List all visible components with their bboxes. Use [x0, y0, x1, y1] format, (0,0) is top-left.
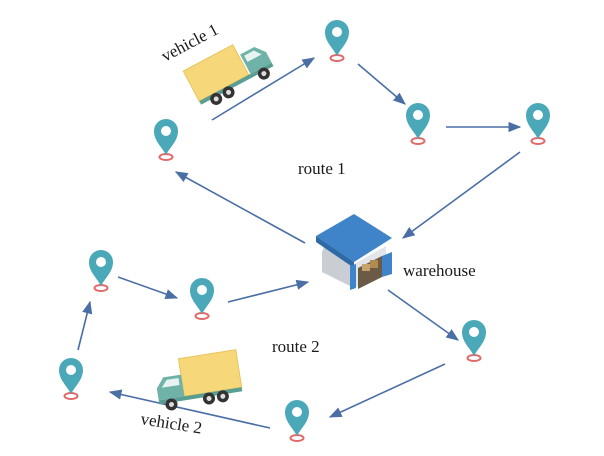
location-pin-icon — [189, 277, 215, 320]
location-pin-icon — [324, 19, 350, 62]
route2-arrow-5 — [117, 276, 179, 299]
location-pin-icon — [88, 249, 114, 292]
route1-arrow-4 — [401, 151, 521, 239]
route2-arrow-2 — [328, 363, 446, 418]
route1-arrow-2 — [357, 63, 406, 105]
location-pin-icon — [153, 118, 179, 161]
route1-label: route 1 — [298, 159, 346, 178]
warehouse-label: warehouse — [403, 261, 476, 280]
route2-arrow-4 — [77, 300, 93, 351]
delivery-truck-icon — [182, 44, 274, 105]
route1-arrow-1 — [211, 57, 316, 121]
route2-label: route 2 — [272, 337, 320, 356]
vehicle2-label: vehicle 2 — [139, 409, 203, 437]
location-pin-icon — [405, 102, 431, 145]
location-pin-icon — [58, 357, 84, 400]
delivery-truck-icon — [156, 349, 243, 411]
route1-arrow-5 — [174, 171, 306, 244]
route2-arrow-1 — [387, 289, 460, 341]
route2-arrow-3 — [108, 389, 271, 429]
warehouse-icon — [316, 214, 392, 290]
location-pin-icon — [525, 102, 551, 145]
location-pin-icon — [461, 319, 487, 362]
location-pin-icon — [284, 399, 310, 442]
route2-arrow-6 — [227, 279, 310, 303]
